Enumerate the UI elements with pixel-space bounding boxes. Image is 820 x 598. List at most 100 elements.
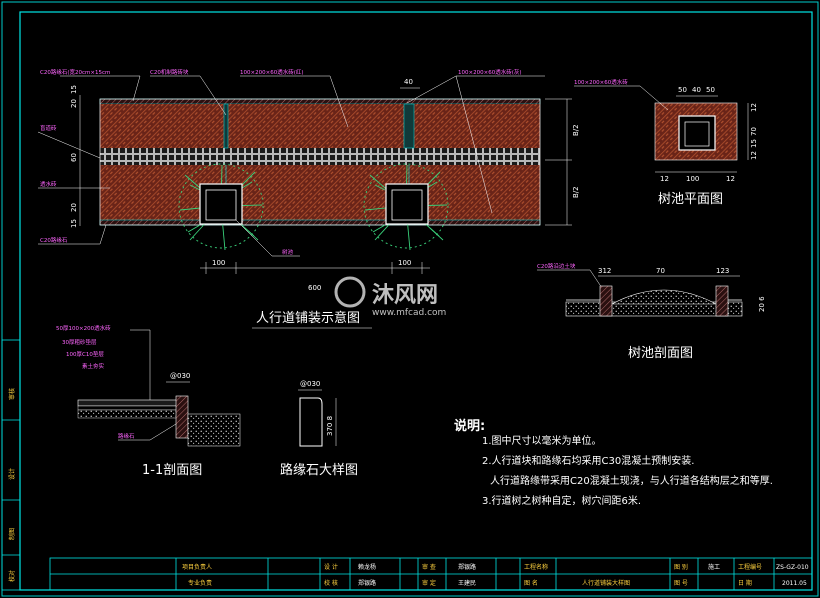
layer-2: 30厚粗砂垫层 <box>62 338 97 346</box>
layer-1: 50厚100×200透水砖 <box>56 324 111 332</box>
notes-heading: 说明: <box>454 418 485 434</box>
curb-dim-side: 370 8 <box>326 416 334 436</box>
tree-plan-dim-40: 40 <box>692 86 701 94</box>
tree-section-title: 树池剖面图 <box>628 346 693 361</box>
tree-section-soil-mound <box>611 289 717 305</box>
plan-brick-upper <box>100 104 540 148</box>
tb-r2-c3: 郑银路 <box>358 579 376 587</box>
tree-plan-dim-100: 100 <box>686 175 699 183</box>
tb-r2-c8: 图 号 <box>674 580 688 587</box>
tree-plan-dim-r15: 15 <box>750 139 758 148</box>
tb-r1-c2: 设 计 <box>324 563 338 571</box>
note-3: 人行道路缘带采用C20混凝土现浇，与人行道各结构层之和等厚. <box>490 474 773 487</box>
layer-3: 100厚C10垫层 <box>66 350 104 358</box>
tb-r2-c10: 2011.05 <box>782 580 807 587</box>
tb-r1-c1: 项目负责人 <box>182 563 212 571</box>
tree-section-dim-mid: 70 <box>656 267 665 275</box>
tree-pit-left-inner <box>205 189 237 221</box>
notes: 说明: 1.图中尺寸以毫米为单位。 2.人行道块和路缘石均采用C30混凝土预制安… <box>454 418 773 507</box>
tb-r1-c6: 工程名称 <box>524 563 548 571</box>
tree-pit-right-inner <box>391 189 423 221</box>
tree-plan-dim-r12b: 12 <box>750 151 758 160</box>
label-tree-pit: 树池 <box>282 248 294 256</box>
plan-outline <box>99 98 541 226</box>
tb-r1-c8: 施工 <box>708 563 720 571</box>
plan-bottom-curb <box>99 219 541 226</box>
dim-left-60: 60 <box>70 153 78 162</box>
dim-top-gap: 40 <box>404 78 413 86</box>
curb-title: 路缘石大样图 <box>280 462 358 478</box>
tree-section-curb-right <box>715 285 729 317</box>
tb-r2-c5: 王建民 <box>458 579 476 587</box>
section-1-1: 50厚100×200透水砖 30厚粗砂垫层 100厚C10垫层 素土夯实 @03… <box>56 324 241 478</box>
tree-pit-section: C20路沿边土块 312 70 123 20 6 树池剖面图 <box>537 262 766 361</box>
note-1: 1.图中尺寸以毫米为单位。 <box>482 434 602 447</box>
tree-plan-dim-50b: 50 <box>706 86 715 94</box>
tree-pit-plan: 100×200×60透水砖 50 40 50 12 100 12 12 70 1… <box>574 78 758 207</box>
tree-plan-dim-12a: 12 <box>660 175 669 183</box>
dim-left-15: 15 <box>70 85 78 94</box>
note-4: 3.行道树之树种自定，树穴间距6米. <box>482 494 641 507</box>
dim-bottom-100a: 100 <box>212 259 225 267</box>
label-curb-bottom: C20路缘石 <box>40 236 68 244</box>
dim-left-15b: 15 <box>70 219 78 228</box>
tree-section-curb-left <box>599 285 613 317</box>
curb-detail: @030 370 8 路缘石大样图 <box>280 380 358 478</box>
tree-plan-dim-12b: 12 <box>726 175 735 183</box>
tree-plan-dim-50a: 50 <box>678 86 687 94</box>
tb-r2-c1: 专业负责 <box>188 579 212 587</box>
curb-dim-top: @030 <box>300 380 320 388</box>
watermark: 沐风网 www.mfcad.com <box>334 276 446 318</box>
tree-plan-inner <box>684 121 710 147</box>
tb-r1-c4: 审 查 <box>422 563 436 571</box>
section-paving <box>77 399 179 407</box>
tree-plan-label: 100×200×60透水砖 <box>574 78 628 86</box>
plan-title: 人行道铺装示意图 <box>256 310 360 326</box>
label-brick-red: 100×200×60透水砖(红) <box>240 68 304 76</box>
dim-bottom-100b: 100 <box>398 259 411 267</box>
dim-right-half-a: B/2 <box>572 124 580 136</box>
dim-left-20b: 20 <box>70 203 78 212</box>
side-b: 设计 <box>8 468 16 480</box>
label-permeable: 透水砖 <box>40 180 57 188</box>
plan-brick-lower <box>100 165 540 220</box>
tree-section-dim-depth: 20 6 <box>758 296 766 312</box>
tb-r1-c9: 工程编号 <box>738 563 762 571</box>
plan-separator-left <box>223 103 229 149</box>
side-a: 审核 <box>8 388 16 400</box>
tb-r2-c7: 人行道铺装大样图 <box>582 579 630 587</box>
dim-right-half-b: B/2 <box>572 186 580 198</box>
section-sand <box>77 405 179 411</box>
section-concrete <box>77 409 179 419</box>
tree-section-dim-right: 123 <box>716 267 729 275</box>
section-curb-label: 路缘石 <box>118 432 135 440</box>
tb-r2-c2: 校 核 <box>324 579 338 587</box>
title-block <box>49 557 813 591</box>
tb-r1-c10: ZS-GZ-010 <box>776 564 809 571</box>
tree-plan-title: 树池平面图 <box>658 192 723 207</box>
watermark-url: www.mfcad.com <box>372 308 446 318</box>
side-strip <box>1 339 21 591</box>
tb-r1-c7: 图 别 <box>674 563 688 571</box>
dim-bottom-600: 600 <box>308 284 321 292</box>
label-blind-path: 盲道砖 <box>40 124 57 132</box>
section-title: 1-1剖面图 <box>142 463 202 478</box>
label-tile-top: C20机制路砖块 <box>150 68 189 76</box>
pavement-plan: C20路缘石(宽20cm×15cm C20机制路砖块 100×200×60透水砖… <box>37 68 580 329</box>
tree-section-dim-left: 312 <box>598 267 611 275</box>
side-c: 制图 <box>8 528 16 540</box>
plan-separator-right <box>403 103 415 149</box>
layer-4: 素土夯实 <box>82 362 105 370</box>
tb-r1-c3: 赖龙杨 <box>358 563 376 571</box>
tb-r2-c6: 图 名 <box>524 579 538 587</box>
label-curb-top: C20路缘石(宽20cm×15cm <box>40 68 110 76</box>
section-curb <box>175 395 189 439</box>
watermark-brand: 沐风网 <box>372 283 438 308</box>
label-brick-gray: 100×200×60透水砖(灰) <box>458 68 522 76</box>
tb-r1-c5: 郑银路 <box>458 563 476 571</box>
section-dim-top: @030 <box>170 372 190 380</box>
tb-r2-c9: 日 期 <box>738 579 752 587</box>
plan-top-curb <box>99 98 541 105</box>
